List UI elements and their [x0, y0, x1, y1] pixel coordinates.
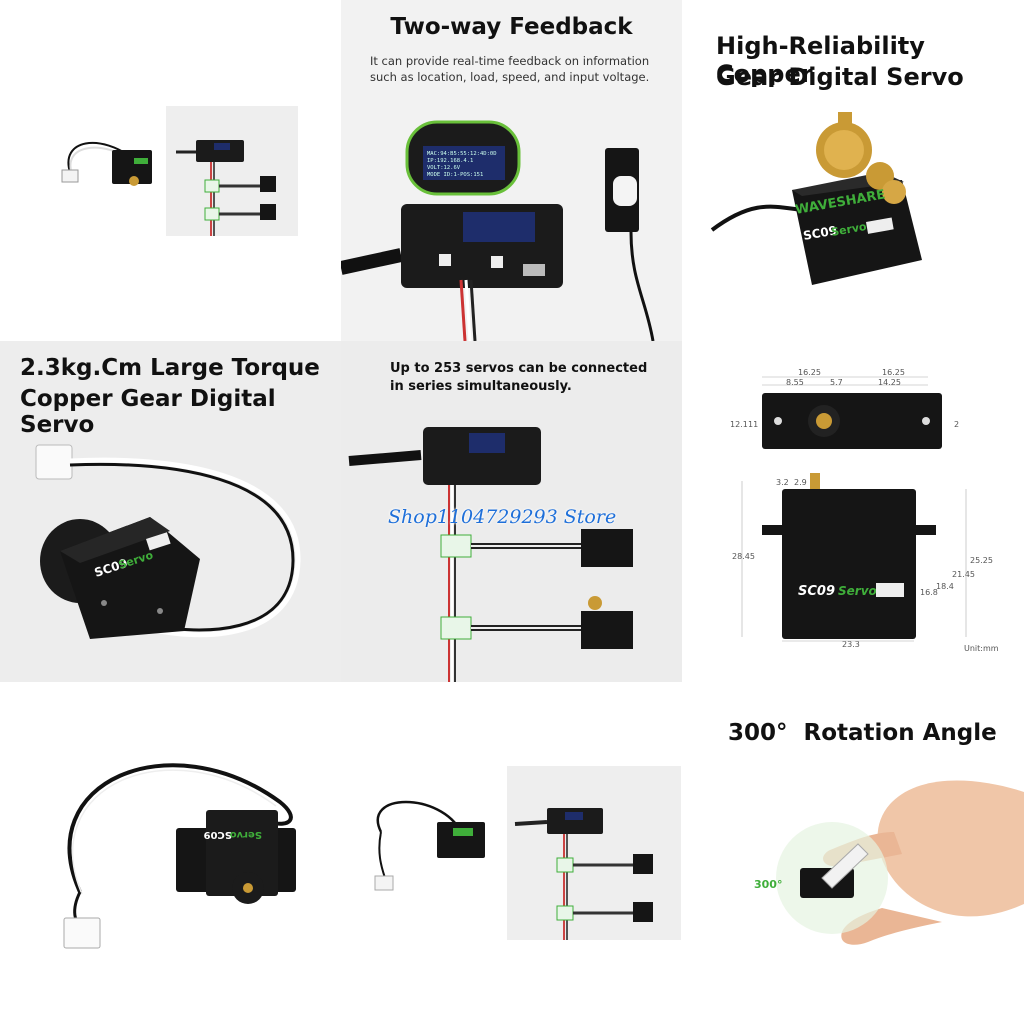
panel-kit-thumbnail	[341, 682, 682, 1024]
panel-rotation-angle: 300° Rotation Angle 300°	[682, 682, 1024, 1024]
flat-model-suffix: Servo	[230, 829, 262, 840]
dim-model-suffix: Servo	[838, 584, 877, 598]
store-watermark: Shop1104729293 Store	[388, 506, 617, 528]
panel-two-way-feedback: Two-way Feedback It can provide real-tim…	[341, 0, 682, 341]
dim-top-right: 16.25	[882, 368, 905, 377]
panel-series-connection: Up to 253 servos can be connected in ser…	[341, 341, 682, 682]
dim-25-25: 25.25	[970, 556, 993, 565]
oled-line-2: IP:192.168.4.1	[427, 158, 473, 164]
dim-14-25: 14.25	[878, 378, 901, 387]
dim-2-9: 2.9	[794, 478, 807, 487]
oled-line-4: MODE ID:1-POS:151	[427, 172, 483, 178]
dim-12-1: 12.1	[730, 420, 748, 429]
model-label: SC09	[802, 223, 838, 243]
rotation-illustration: 300°	[754, 780, 1024, 945]
two-way-subtitle-2: such as location, load, speed, and input…	[370, 70, 650, 84]
series-illustration	[348, 427, 633, 682]
torque-servo-illustration: SC09 Servo	[35, 444, 301, 639]
feedback-illustration: MAC:94:B5:55:12:4D:0D IP:192.168.4.1 VOL…	[341, 120, 655, 341]
two-way-title: Two-way Feedback	[390, 14, 633, 40]
rotation-title: 300° Rotation Angle	[728, 720, 997, 746]
reliability-title-2: Gear Digital Servo	[716, 63, 964, 91]
kit-thumbnail-illustration	[374, 766, 681, 940]
series-subtitle-2: in series simultaneously.	[390, 379, 572, 394]
dim-21-45: 21.45	[952, 570, 975, 579]
oled-line-1: MAC:94:B5:55:12:4D:0D	[427, 151, 497, 157]
torque-title-1: 2.3kg.Cm Large Torque	[20, 355, 320, 381]
dim-28-45: 28.45	[732, 552, 755, 561]
copper-gear-servo-illustration: WAVESHARE SC09 Servo	[710, 112, 922, 285]
dim-3-2: 3.2	[776, 478, 789, 487]
dim-18-4: 18.4	[936, 582, 954, 591]
panel-servo-flat: SC09 Servo	[0, 682, 341, 1024]
servo-flat-illustration: SC09 Servo	[63, 763, 296, 949]
series-subtitle-1: Up to 253 servos can be connected	[390, 361, 648, 376]
panel-dimensions: 16.25 16.25 8.55 5.7 14.25 12.1 11 2 3.2…	[682, 341, 1024, 682]
panel-large-torque: 2.3kg.Cm Large Torque Copper Gear Digita…	[0, 341, 341, 682]
dim-unit: Unit:mm	[964, 644, 999, 653]
dim-23-3: 23.3	[842, 640, 860, 649]
panel-high-reliability: High-Reliability Copper Gear Digital Ser…	[682, 0, 1024, 341]
model-suffix-label: Servo	[830, 220, 868, 239]
torque-title-2: Copper Gear Digital Servo	[20, 386, 276, 438]
dimension-drawing: 16.25 16.25 8.55 5.7 14.25 12.1 11 2 3.2…	[730, 368, 999, 653]
rotation-badge: 300°	[754, 878, 782, 891]
two-way-subtitle-1: It can provide real-time feedback on inf…	[370, 54, 650, 68]
dim-2: 2	[954, 420, 959, 429]
dim-top-left: 16.25	[798, 368, 821, 377]
panel-servo-kit	[0, 0, 341, 341]
flat-model-label: SC09	[204, 829, 232, 840]
dim-8-55: 8.55	[786, 378, 804, 387]
servo-kit-illustration	[61, 106, 298, 236]
dim-11: 11	[748, 420, 758, 429]
reliability-title-1: High-Reliability Copper	[716, 32, 925, 88]
dim-model-label: SC09	[798, 584, 835, 599]
dim-16-8: 16.8	[920, 588, 938, 597]
oled-line-3: VOLT:12.6V	[427, 165, 461, 171]
dim-5-7: 5.7	[830, 378, 843, 387]
